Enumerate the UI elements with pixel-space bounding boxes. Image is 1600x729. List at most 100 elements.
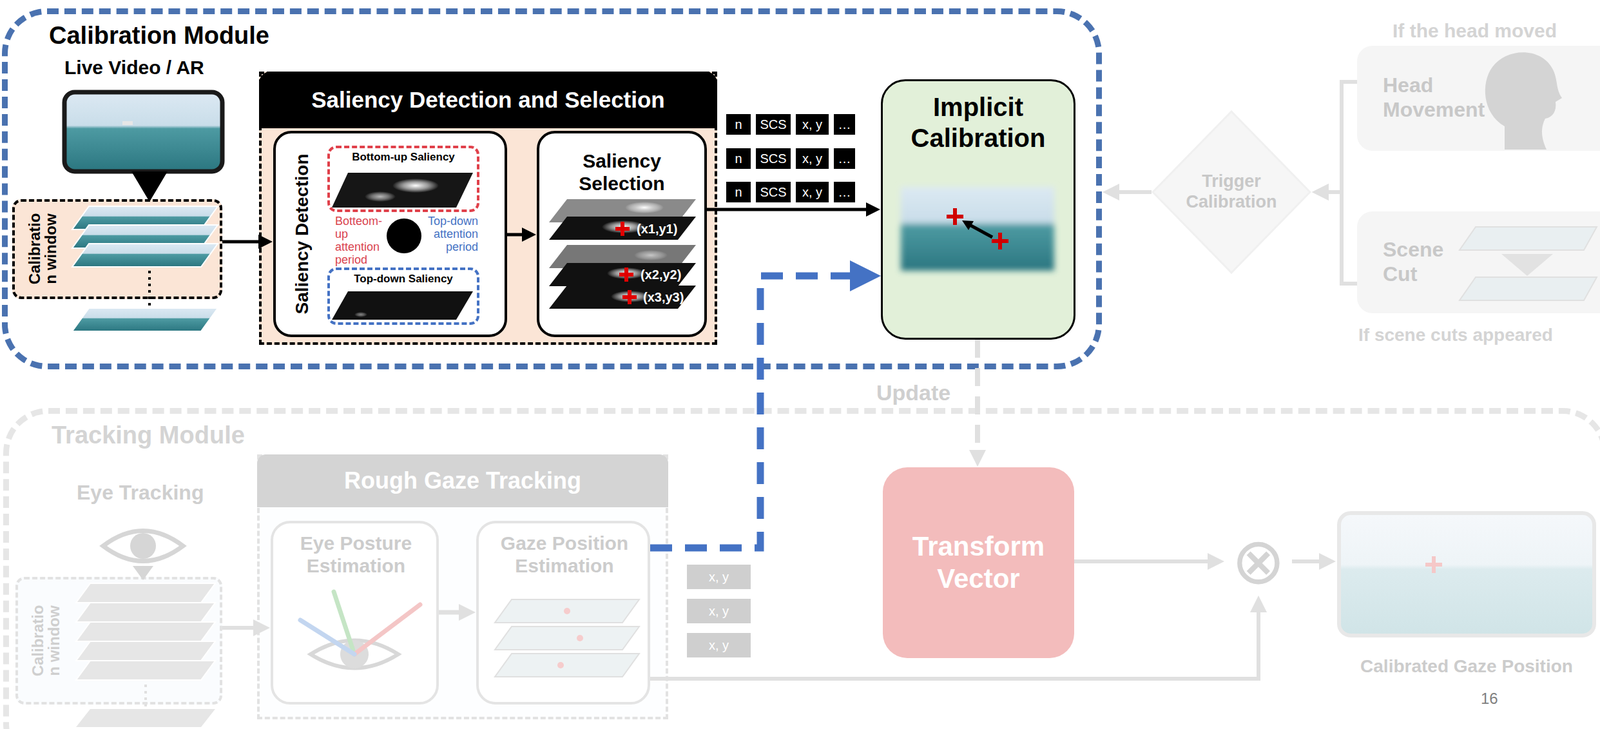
frame-stack-part — [76, 660, 216, 680]
frame-stack — [76, 583, 216, 727]
process-label: Saliency Detection — [291, 154, 313, 315]
caption-text: Live Video / AR — [64, 56, 205, 80]
period-label: Top-down attention period — [424, 214, 479, 254]
calibration-picture-part — [946, 208, 1009, 250]
panel-box: Rough Gaze TrackingEye Posture Estimatio… — [257, 454, 669, 720]
scene-icon-part — [1459, 226, 1597, 251]
condition-label: If scene cuts appeared — [1358, 324, 1553, 346]
window-label: Calibratio n window — [29, 601, 62, 680]
process-label: Eye Posture Estimation — [277, 532, 435, 577]
eye-icon — [103, 530, 184, 581]
connector-arrow — [507, 233, 530, 237]
frame-stack-part — [76, 602, 216, 622]
saliency-stack-part — [615, 221, 637, 305]
multiply-node: ⊗ — [1224, 527, 1292, 595]
calibration-picture — [900, 186, 1055, 271]
condition-label: If the head moved — [1392, 19, 1557, 43]
eye-icon-part — [103, 530, 184, 562]
edge-label: Update — [876, 380, 951, 406]
heat-map-part — [392, 178, 439, 193]
frame-stack-part — [76, 621, 216, 642]
data-cell: x, y — [686, 632, 751, 658]
connector-arrow — [706, 208, 874, 212]
process-label: Implicit Calibration — [886, 91, 1070, 154]
gaze-stack-part — [494, 653, 640, 677]
heat-map-part — [354, 311, 368, 318]
saliency-stack-part — [634, 250, 668, 261]
process-label: Saliency Selection — [557, 150, 687, 195]
page-number: 16 — [1480, 689, 1499, 708]
point-label: (x2,y2) — [640, 267, 682, 283]
eye-icon-part — [130, 532, 156, 559]
data-cell: x, y — [686, 564, 751, 589]
connector-arrow — [222, 625, 262, 630]
gaze-stack-part — [494, 626, 640, 650]
gaze-stack-part — [563, 607, 571, 615]
gaze-stack-part — [494, 599, 640, 623]
diamond-shape — [1152, 111, 1311, 273]
frame-stack-part — [76, 708, 216, 727]
connector-arrow — [1320, 81, 1358, 193]
connector-arrow — [438, 610, 468, 615]
trigger-box: Head Movement — [1357, 45, 1600, 151]
connector-arrow — [1291, 559, 1328, 564]
window-label: Calibratio n window — [26, 210, 59, 288]
calibration-picture-part — [969, 224, 993, 238]
eye-axes-icon-part — [300, 619, 355, 655]
frame-stack — [72, 206, 218, 332]
decision-label: Trigger Calibration — [1179, 170, 1283, 213]
output-picture — [1339, 512, 1595, 636]
process-label: Gaze Position Estimation — [482, 532, 647, 577]
heat-map-part — [386, 218, 422, 254]
gaze-stack-part — [576, 634, 584, 642]
saliency-stack — [549, 199, 696, 309]
data-cell: n — [726, 148, 751, 169]
data-cell: n — [726, 114, 751, 135]
eye-axes-icon — [300, 591, 421, 669]
point-label: (x3,y3) — [643, 289, 684, 305]
connector-arrow — [1110, 190, 1152, 194]
vector-box: Transform Vector — [882, 467, 1075, 658]
data-cell: x, y — [686, 598, 751, 624]
frame-stack-part — [72, 243, 218, 267]
data-cell: x, y — [795, 181, 829, 203]
saliency-stack-part — [625, 201, 664, 214]
eye-icon-part — [132, 565, 154, 580]
data-cell: … — [833, 114, 856, 135]
heat-map-part — [364, 191, 396, 202]
eye-axes-icon-part — [354, 604, 421, 655]
process-box: Eye Posture Estimation — [270, 520, 439, 705]
trigger-label: Head Movement — [1382, 72, 1499, 123]
calibration-picture-part — [962, 220, 974, 231]
heat-map-part — [331, 291, 473, 320]
section-label: Eye Tracking — [76, 480, 204, 505]
scene-icon-part — [1501, 253, 1553, 276]
multiply-symbol: ⊗ — [1224, 527, 1292, 595]
panel-header: Saliency Detection and Selection — [259, 71, 718, 129]
phone-picture-part — [122, 121, 133, 126]
saliency-label: Bottom-up Saliency — [329, 150, 477, 164]
phone-picture-part — [64, 92, 223, 172]
data-cell: x, y — [795, 148, 829, 169]
scene-icon-part — [1459, 277, 1597, 301]
head-icon-part — [1485, 52, 1562, 150]
module-title: Tracking Module — [51, 421, 245, 450]
connector-arrow — [1320, 192, 1358, 284]
panel-header: Rough Gaze Tracking — [257, 454, 669, 508]
phone-picture-part — [131, 171, 168, 202]
connector-arrow — [650, 275, 866, 548]
point-label: (x1,y1) — [636, 221, 678, 237]
data-cell: x, y — [795, 114, 829, 135]
decision-diamond: Trigger Calibration — [1151, 110, 1312, 274]
output-picture-part — [1339, 512, 1595, 636]
data-cell: SCS — [755, 181, 791, 203]
saliency-label: Top-down Saliency — [329, 272, 477, 286]
gaze-stack — [494, 599, 640, 677]
frame-stack-part — [76, 583, 216, 603]
process-label: Transform Vector — [887, 530, 1070, 596]
frame-stack-part — [144, 684, 147, 707]
data-cell: … — [833, 181, 856, 203]
